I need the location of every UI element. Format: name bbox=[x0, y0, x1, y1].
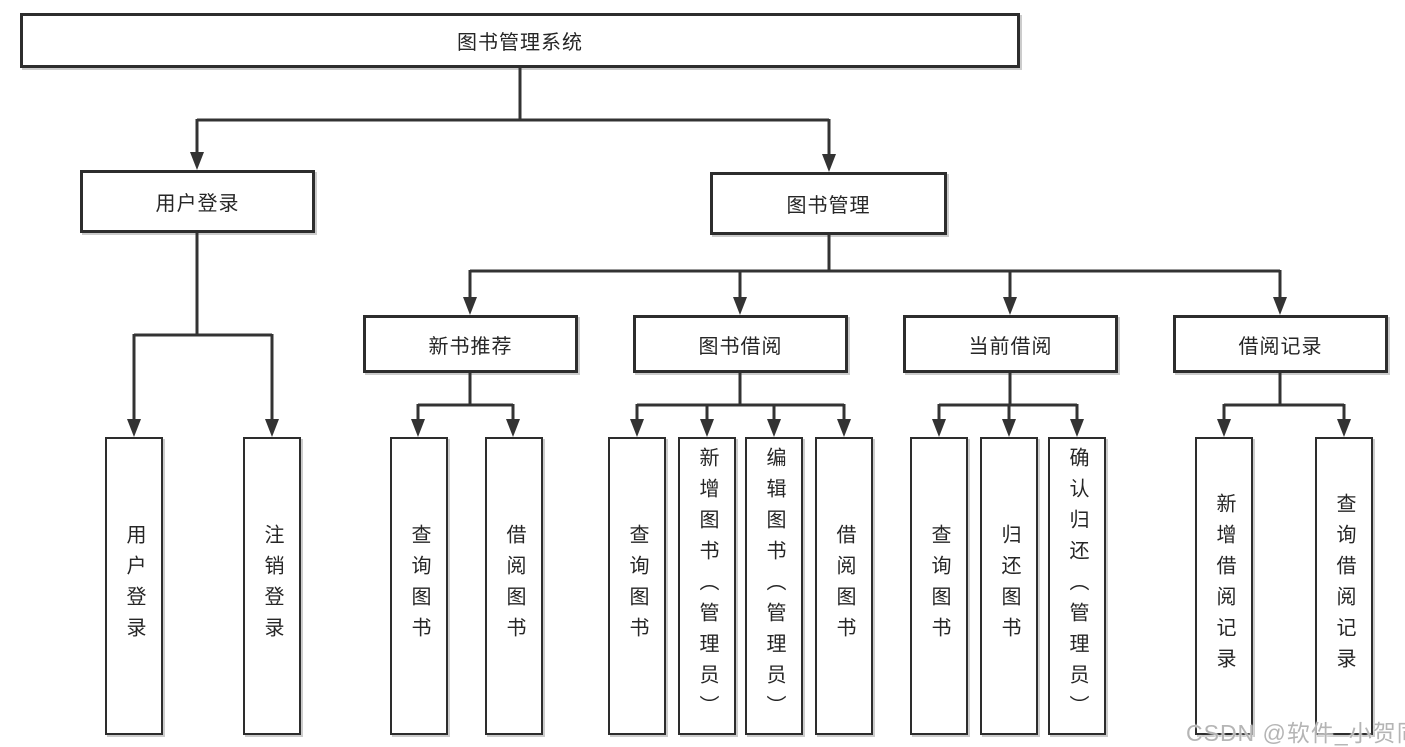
leaf-edit-book-admin-label: 编辑图书（管理员） bbox=[763, 446, 785, 726]
node-user-login: 用户登录 bbox=[80, 170, 315, 233]
leaf-borrow-books-label: 借阅图书 bbox=[833, 524, 855, 648]
leaf-confirm-return-admin: 确认归还（管理员） bbox=[1048, 437, 1106, 735]
node-book-management-label: 图书管理 bbox=[786, 195, 871, 217]
leaf-query-books-label: 查询图书 bbox=[408, 524, 430, 648]
leaf-query-books: 查询图书 bbox=[910, 437, 968, 735]
leaf-return-book: 归还图书 bbox=[980, 437, 1038, 735]
leaf-add-borrow-record: 新增借阅记录 bbox=[1195, 437, 1253, 735]
leaf-query-books: 查询图书 bbox=[608, 437, 666, 735]
leaf-query-books: 查询图书 bbox=[390, 437, 448, 735]
leaf-query-borrow-record-label: 查询借阅记录 bbox=[1333, 493, 1355, 679]
leaf-add-book-admin-label: 新增图书（管理员） bbox=[696, 446, 718, 726]
node-book-borrowing-label: 图书借阅 bbox=[698, 335, 783, 358]
leaf-logout: 注销登录 bbox=[243, 437, 301, 735]
leaf-add-book-admin: 新增图书（管理员） bbox=[678, 437, 736, 735]
leaf-confirm-return-admin-label: 确认归还（管理员） bbox=[1066, 446, 1088, 726]
node-borrow-records-label: 借阅记录 bbox=[1238, 335, 1323, 358]
leaf-borrow-books-label: 借阅图书 bbox=[503, 524, 525, 648]
leaf-borrow-books: 借阅图书 bbox=[815, 437, 873, 735]
node-root-label: 图书管理系统 bbox=[457, 32, 583, 54]
leaf-query-books-label: 查询图书 bbox=[928, 524, 950, 648]
node-new-book-recommend-label: 新书推荐 bbox=[428, 335, 513, 358]
node-user-login-label: 用户登录 bbox=[155, 193, 240, 215]
leaf-return-book-label: 归还图书 bbox=[998, 524, 1020, 648]
node-book-management: 图书管理 bbox=[710, 172, 947, 235]
node-borrow-records: 借阅记录 bbox=[1173, 315, 1388, 373]
leaf-add-borrow-record-label: 新增借阅记录 bbox=[1213, 493, 1235, 679]
watermark: CSDN @软件_小贺同学 bbox=[1186, 720, 1405, 746]
leaf-query-borrow-record: 查询借阅记录 bbox=[1315, 437, 1373, 735]
leaf-user-login: 用户登录 bbox=[105, 437, 163, 735]
node-new-book-recommend: 新书推荐 bbox=[363, 315, 578, 373]
node-root: 图书管理系统 bbox=[20, 13, 1020, 68]
leaf-logout-label: 注销登录 bbox=[261, 524, 283, 648]
node-current-borrowing: 当前借阅 bbox=[903, 315, 1118, 373]
leaf-user-login-label: 用户登录 bbox=[123, 524, 145, 648]
leaf-edit-book-admin: 编辑图书（管理员） bbox=[745, 437, 803, 735]
node-book-borrowing: 图书借阅 bbox=[633, 315, 848, 373]
node-current-borrowing-label: 当前借阅 bbox=[968, 335, 1053, 358]
leaf-query-books-label: 查询图书 bbox=[626, 524, 648, 648]
leaf-borrow-books: 借阅图书 bbox=[485, 437, 543, 735]
